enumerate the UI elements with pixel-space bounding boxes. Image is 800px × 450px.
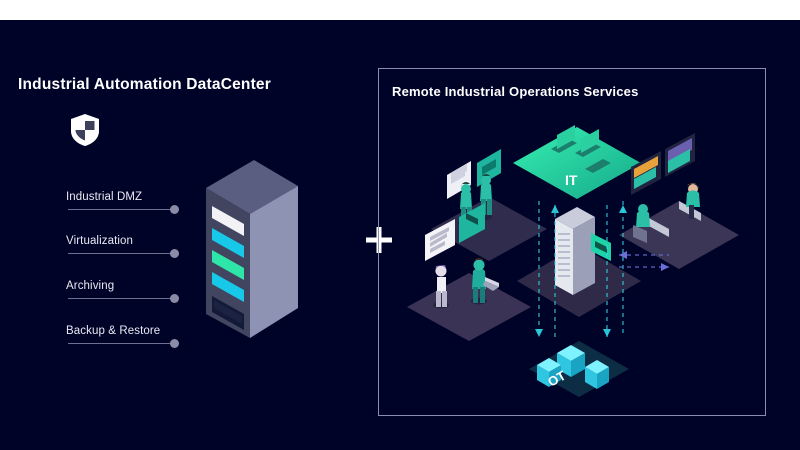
- server-rack: [206, 160, 298, 338]
- it-label: IT: [565, 172, 578, 188]
- side-flow-arrows: [619, 254, 669, 268]
- letterbox-top: [0, 0, 800, 20]
- person-icon: [679, 183, 701, 221]
- datacenter-platform: [517, 207, 641, 317]
- label-archiving: Archiving: [66, 280, 115, 292]
- connector-line-3: [68, 298, 172, 299]
- person-icon: [471, 258, 499, 305]
- connector-dot-1: [170, 205, 179, 214]
- shield-icon: [71, 114, 99, 146]
- isometric-scene: IT: [407, 125, 739, 397]
- connector-line-1: [68, 209, 172, 210]
- connector-dot-2: [170, 249, 179, 258]
- plus-icon: [366, 227, 392, 253]
- right-section-title: Remote Industrial Operations Services: [392, 84, 639, 99]
- slide-canvas: Industrial Automation DataCenter Industr…: [0, 20, 800, 450]
- ot-platform: OT: [529, 341, 629, 397]
- label-industrial-dmz: Industrial DMZ: [66, 191, 143, 203]
- flow-arrowheads: [535, 205, 627, 337]
- connector-dot-4: [170, 339, 179, 348]
- left-section-title: Industrial Automation DataCenter: [18, 76, 271, 93]
- connector-line-2: [68, 253, 172, 254]
- person-icon: [633, 204, 650, 243]
- control-room-platform: [619, 133, 739, 269]
- connector-line-4: [68, 343, 172, 344]
- it-platform: IT: [513, 125, 641, 199]
- side-flow-arrowheads: [619, 251, 669, 271]
- label-virtualization: Virtualization: [66, 235, 134, 247]
- connector-dot-3: [170, 294, 179, 303]
- right-section-panel: [378, 68, 766, 416]
- label-backup-restore: Backup & Restore: [66, 325, 161, 337]
- operators-platform: [407, 203, 531, 341]
- person-icon: [433, 265, 449, 309]
